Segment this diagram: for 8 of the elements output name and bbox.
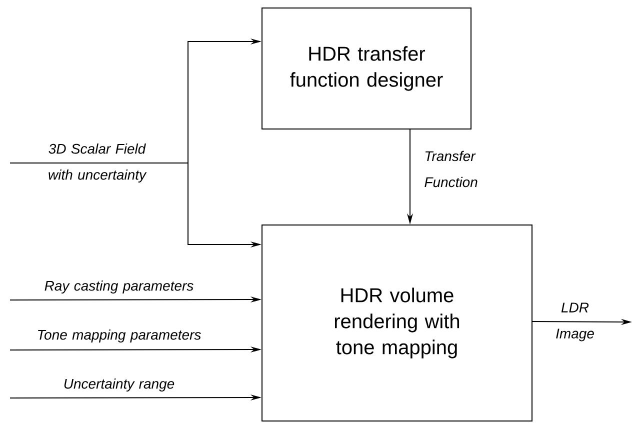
edge-label: Transfer Function bbox=[424, 150, 478, 188]
edge-label: Ray casting parameters bbox=[44, 280, 194, 294]
process-box: HDR transfer function designer bbox=[262, 8, 472, 130]
edge-label: Tone mapping parameters bbox=[38, 329, 201, 342]
edge-label: 3D Scalar Field with uncertainty bbox=[48, 143, 147, 183]
edge-label: LDR Image bbox=[556, 302, 594, 342]
process-box: HDR volume rendering with tone mapping bbox=[262, 224, 532, 422]
edge-label: Uncertainty range bbox=[64, 378, 174, 392]
